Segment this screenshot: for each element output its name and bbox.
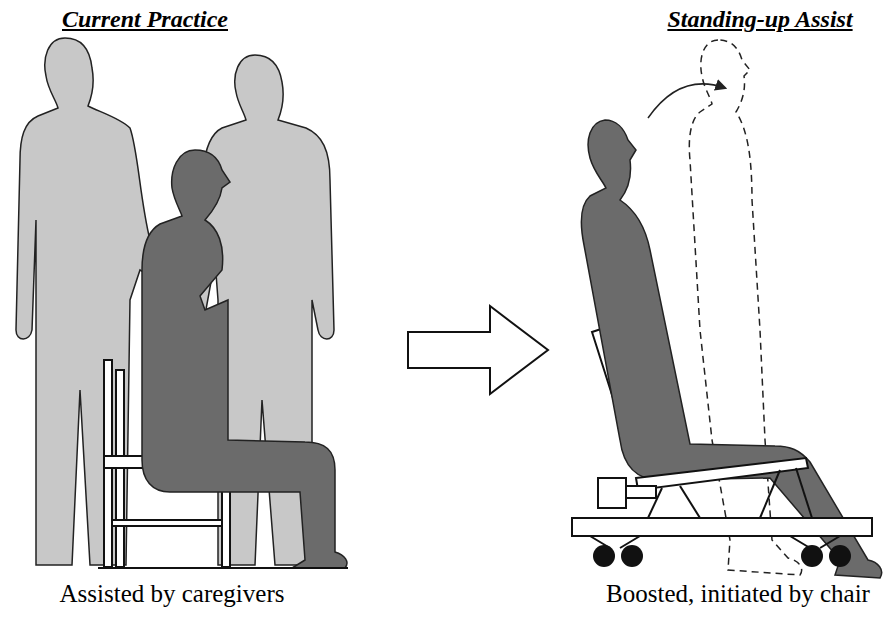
panel-caption: Boosted, initiated by chair	[606, 580, 870, 608]
motion-arrow	[648, 84, 725, 118]
seated-person	[142, 150, 347, 568]
actuator-rod	[626, 486, 656, 498]
wheels	[593, 545, 851, 567]
linkage	[760, 470, 780, 518]
actuator	[598, 478, 626, 508]
wheel	[593, 545, 615, 567]
wheel	[621, 545, 643, 567]
chair-seat	[636, 458, 808, 490]
reclined-person	[582, 120, 882, 578]
linkage	[680, 486, 700, 518]
wheel	[829, 545, 851, 567]
wheel	[801, 545, 823, 567]
panel-heading: Standing-up Assist	[667, 6, 852, 33]
floor-line	[98, 567, 348, 569]
panel-caption: Assisted by caregivers	[60, 580, 285, 608]
linkage	[796, 468, 812, 518]
chair-rung	[112, 520, 222, 526]
block-arrow	[408, 306, 548, 394]
base-platform	[572, 518, 872, 536]
panel-heading: Current Practice	[62, 6, 228, 33]
chair-mechanism	[572, 458, 872, 548]
